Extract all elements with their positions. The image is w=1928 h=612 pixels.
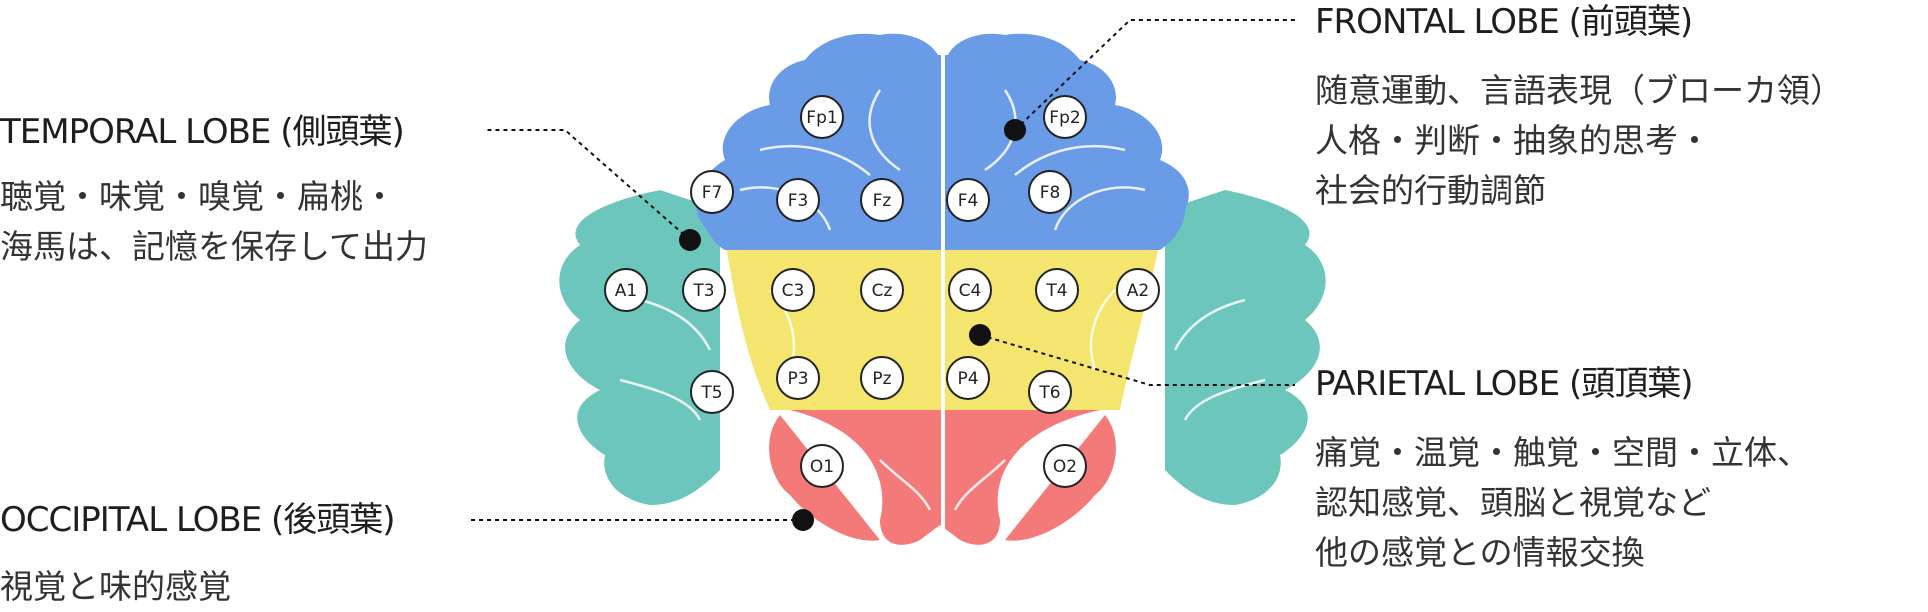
electrode-f4 <box>946 178 990 222</box>
electrode-label-t6: T6 <box>1038 383 1060 403</box>
electrode-label-fp2: Fp2 <box>1049 108 1080 128</box>
frontal-desc-line: 随意運動、言語表現（ブローカ領） <box>1315 71 1843 110</box>
electrode-label-o1: O1 <box>810 457 834 477</box>
electrode-label-f8: F8 <box>1040 183 1061 203</box>
electrode-label-p4: P4 <box>957 369 978 389</box>
parietal-desc-line: 他の感覚との情報交換 <box>1315 533 1645 572</box>
electrode-label-fz: Fz <box>873 191 892 211</box>
parietal-desc-line: 痛覚・温覚・触覚・空間・立体、 <box>1315 433 1810 472</box>
electrode-label-a1: A1 <box>615 281 637 301</box>
electrode-label-t3: T3 <box>692 281 714 301</box>
electrode-label-o2: O2 <box>1053 457 1077 477</box>
parietal-marker-dot <box>969 324 991 346</box>
electrode-c3 <box>771 268 815 312</box>
electrode-label-f3: F3 <box>788 191 809 211</box>
electrode-t6 <box>1028 370 1072 414</box>
occipital-marker-dot <box>792 509 814 531</box>
parietal-lobe-description: 痛覚・温覚・触覚・空間・立体、 認知感覚、頭脳と視覚など 他の感覚との情報交換 <box>1315 428 1810 578</box>
electrode-label-t5: T5 <box>700 383 722 403</box>
electrode-c4 <box>948 268 992 312</box>
frontal-lobe-title: FRONTAL LOBE (前頭葉) <box>1315 2 1693 42</box>
electrode-label-c4: C4 <box>959 281 982 301</box>
temporal-marker-dot <box>679 229 701 251</box>
electrode-label-t4: T4 <box>1045 281 1067 301</box>
electrode-t3 <box>682 268 726 312</box>
temporal-desc-line: 聴覚・味覚・嗅覚・扁桃・ <box>0 177 396 216</box>
electrode-p4 <box>946 356 990 400</box>
electrode-label-f7: F7 <box>702 183 723 203</box>
electrode-fz <box>860 178 904 222</box>
electrode-t5 <box>690 370 734 414</box>
occipital-lobe-description: 視覚と味的感覚 <box>0 562 231 612</box>
electrode-a1 <box>604 268 648 312</box>
frontal-lobe-description: 随意運動、言語表現（ブローカ領） 人格・判断・抽象的思考・ 社会的行動調節 <box>1315 66 1843 216</box>
electrode-p3 <box>776 356 820 400</box>
parietal-desc-line: 認知感覚、頭脳と視覚など <box>1315 483 1711 522</box>
electrode-o2 <box>1043 444 1087 488</box>
frontal-marker-dot <box>1004 119 1026 141</box>
electrode-label-p3: P3 <box>787 369 808 389</box>
temporal-lobe-description: 聴覚・味覚・嗅覚・扁桃・ 海馬は、記憶を保存して出力 <box>0 172 428 272</box>
electrode-label-pz: Pz <box>872 369 891 389</box>
electrode-label-cz: Cz <box>872 281 893 301</box>
electrode-fp1 <box>800 95 844 139</box>
temporal-lobe-title: TEMPORAL LOBE (側頭葉) <box>0 112 405 152</box>
electrode-f3 <box>776 178 820 222</box>
electrode-a2 <box>1116 268 1160 312</box>
temporal-lobe-region <box>559 190 1326 505</box>
frontal-desc-line: 社会的行動調節 <box>1315 171 1546 210</box>
electrode-f7 <box>690 170 734 214</box>
electrode-t4 <box>1035 268 1079 312</box>
leader-lines <box>470 19 1295 521</box>
temporal-desc-line: 海馬は、記憶を保存して出力 <box>0 227 429 266</box>
electrode-label-fp1: Fp1 <box>806 108 837 128</box>
electrode-cz <box>860 268 904 312</box>
parietal-lobe-title: PARIETAL LOBE (頭頂葉) <box>1315 364 1693 404</box>
electrode-o1 <box>800 444 844 488</box>
electrode-fp2 <box>1043 95 1087 139</box>
electrode-f8 <box>1028 170 1072 214</box>
electrode-pz <box>860 356 904 400</box>
electrode-label-f4: F4 <box>958 191 979 211</box>
occipital-desc-line: 視覚と味的感覚 <box>0 567 231 606</box>
electrode-label-a2: A2 <box>1127 281 1149 301</box>
occipital-lobe-title: OCCIPITAL LOBE (後頭葉) <box>0 500 396 540</box>
frontal-desc-line: 人格・判断・抽象的思考・ <box>1315 121 1711 160</box>
electrode-label-c3: C3 <box>782 281 805 301</box>
